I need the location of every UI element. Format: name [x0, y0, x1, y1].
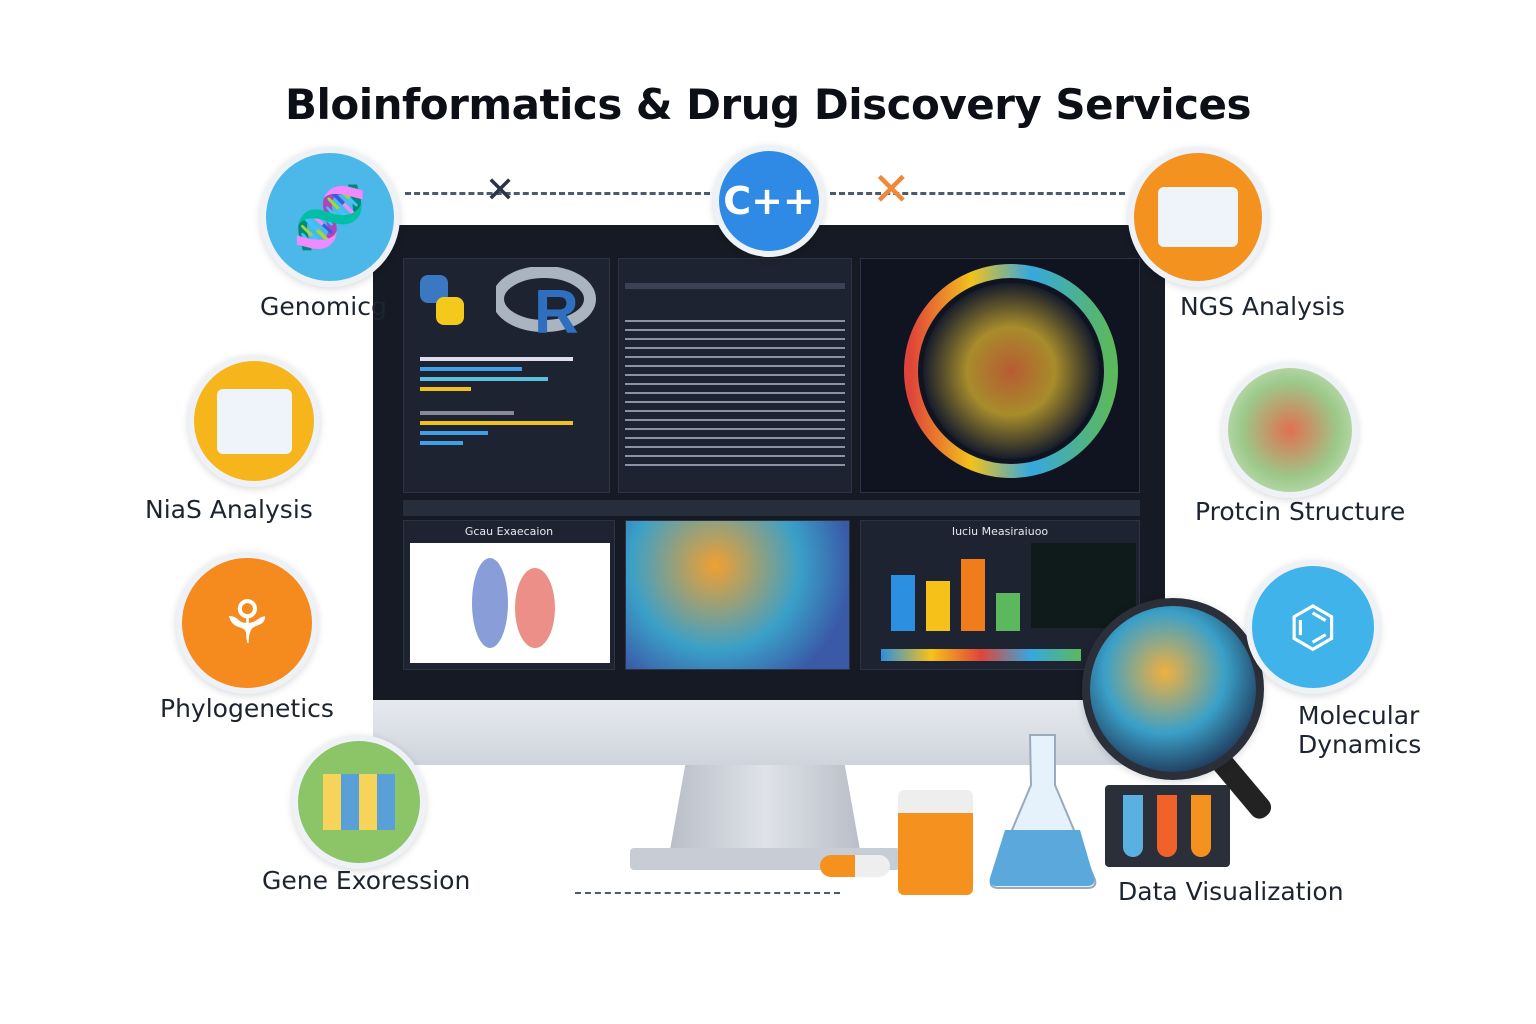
- protein-icon[interactable]: [1222, 362, 1358, 498]
- molecule-icon[interactable]: ⌬: [1246, 560, 1380, 694]
- tree-icon[interactable]: ⚘: [176, 552, 318, 694]
- bar-chart-panel: Iuciu Measiraiuoo: [860, 520, 1140, 670]
- bar: [926, 581, 950, 631]
- bar: [996, 592, 1020, 631]
- svg-text:R: R: [534, 278, 579, 337]
- connector-line: [830, 192, 1125, 195]
- label-data-visualization[interactable]: Data Visualization: [1118, 877, 1344, 906]
- monitor-stand: [670, 765, 860, 850]
- label-ngs-analysis[interactable]: NGS Analysis: [1180, 292, 1345, 321]
- volcano-plot-panel: Gcau Exaecaion: [403, 520, 615, 670]
- connector-line: [405, 192, 710, 195]
- monitor-screen: R Gcau Exaecaion Iuci: [373, 225, 1165, 700]
- label-phylogenetics[interactable]: Phylogenetics: [160, 694, 334, 723]
- logo-panel: R: [403, 258, 610, 493]
- label-nias-analysis[interactable]: NiaS Analysis: [145, 495, 313, 524]
- computer-icon[interactable]: [188, 355, 320, 487]
- code-editor: [618, 258, 852, 493]
- cross-icon: ✕: [872, 162, 911, 216]
- cpp-badge[interactable]: C++: [713, 145, 825, 257]
- label-genomics[interactable]: Genomicg: [260, 292, 387, 321]
- heatmap-icon[interactable]: [292, 735, 426, 869]
- color-strip: [881, 649, 1081, 661]
- connector-line: [575, 892, 840, 894]
- magnifier-icon: [1082, 598, 1264, 780]
- line-plot: [1031, 543, 1136, 628]
- cross-icon: ✕: [485, 170, 516, 211]
- pill-bottle: [898, 790, 973, 895]
- capsule: [820, 855, 890, 877]
- sequencer-icon[interactable]: [1128, 147, 1268, 287]
- scatter-plot: [410, 543, 610, 663]
- bar-chart: [881, 551, 1021, 631]
- chord-diagram: [860, 258, 1140, 493]
- label-molecular-dynamics[interactable]: Molecular Dynamics: [1298, 701, 1422, 759]
- page-title: Bloinformatics & Drug Discovery Services: [284, 80, 1252, 129]
- progress-bars: [420, 351, 590, 451]
- flask: [985, 730, 1100, 890]
- bar: [961, 559, 985, 631]
- molecule-cluster-panel: [625, 520, 850, 670]
- r-logo: R: [492, 266, 596, 347]
- bar: [891, 575, 915, 631]
- python-logo: [412, 271, 472, 331]
- panel-title: Iuciu Measiraiuoo: [951, 525, 1049, 538]
- label-protein-structure[interactable]: Protcin Structure: [1195, 497, 1406, 526]
- test-tube-rack: [1105, 785, 1230, 867]
- toolbar: [403, 500, 1140, 516]
- label-gene-expression[interactable]: Gene Exoression: [262, 866, 471, 895]
- panel-title: Gcau Exaecaion: [464, 525, 554, 538]
- dna-icon[interactable]: 🧬: [260, 147, 400, 287]
